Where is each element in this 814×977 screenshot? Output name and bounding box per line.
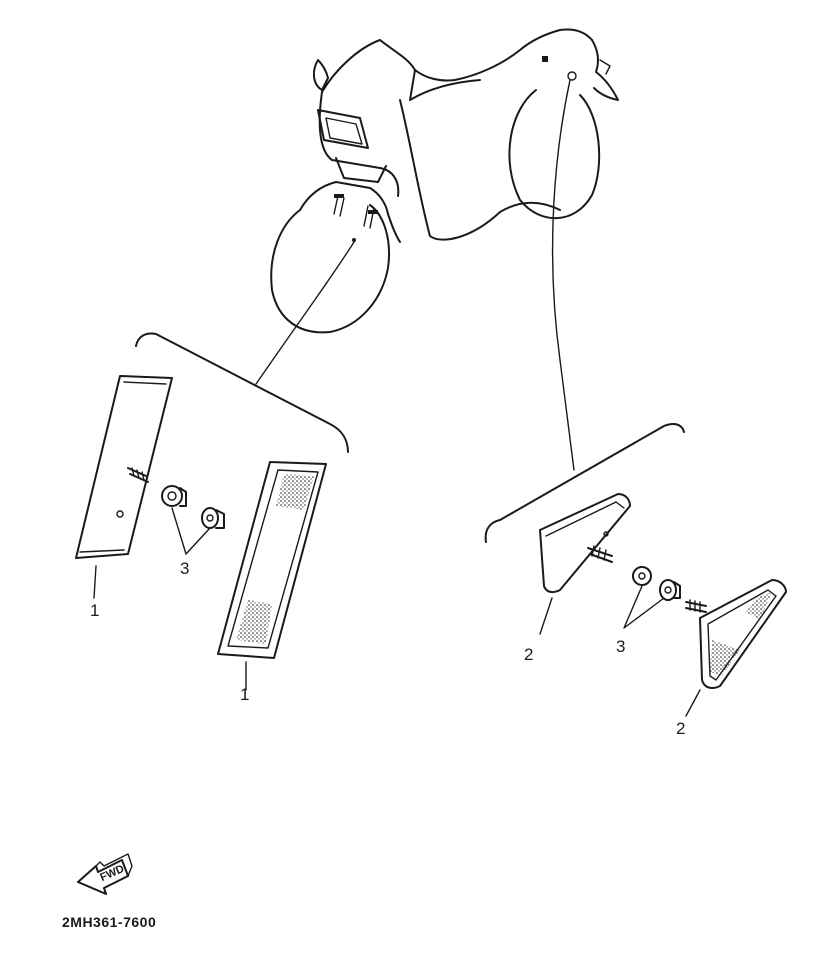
rear-leader-line — [551, 79, 575, 471]
fwd-arrow-icon: FWD — [77, 853, 133, 895]
front-nut-large — [161, 485, 187, 507]
leader-front-1a — [93, 565, 97, 599]
leader-rear-3 — [623, 585, 665, 629]
callout-rear-3: 3 — [616, 637, 625, 656]
part-number: 2MH361-7600 — [62, 914, 157, 930]
rear-group-bracket — [484, 423, 685, 543]
leader-front-3 — [171, 507, 211, 555]
front-group-bracket — [135, 332, 349, 453]
front-reflector-back — [75, 375, 173, 559]
callout-rear-2a: 2 — [524, 645, 533, 664]
rear-nut-large — [632, 566, 652, 586]
leader-rear-2a — [539, 597, 553, 635]
callout-front-1a: 1 — [90, 601, 99, 620]
rear-reflector-back — [539, 493, 631, 594]
svg-text:FWD: FWD — [98, 863, 126, 884]
front-leader-line — [255, 241, 355, 385]
leader-rear-2b — [685, 689, 701, 717]
callout-front-3: 3 — [180, 559, 189, 578]
rear-reflector-face — [685, 579, 787, 689]
callout-rear-2b: 2 — [676, 719, 685, 738]
callout-front-1b: 1 — [240, 685, 249, 704]
rear-nut-small — [659, 579, 681, 601]
front-reflector-face — [217, 461, 327, 659]
front-nut-small — [201, 507, 225, 529]
